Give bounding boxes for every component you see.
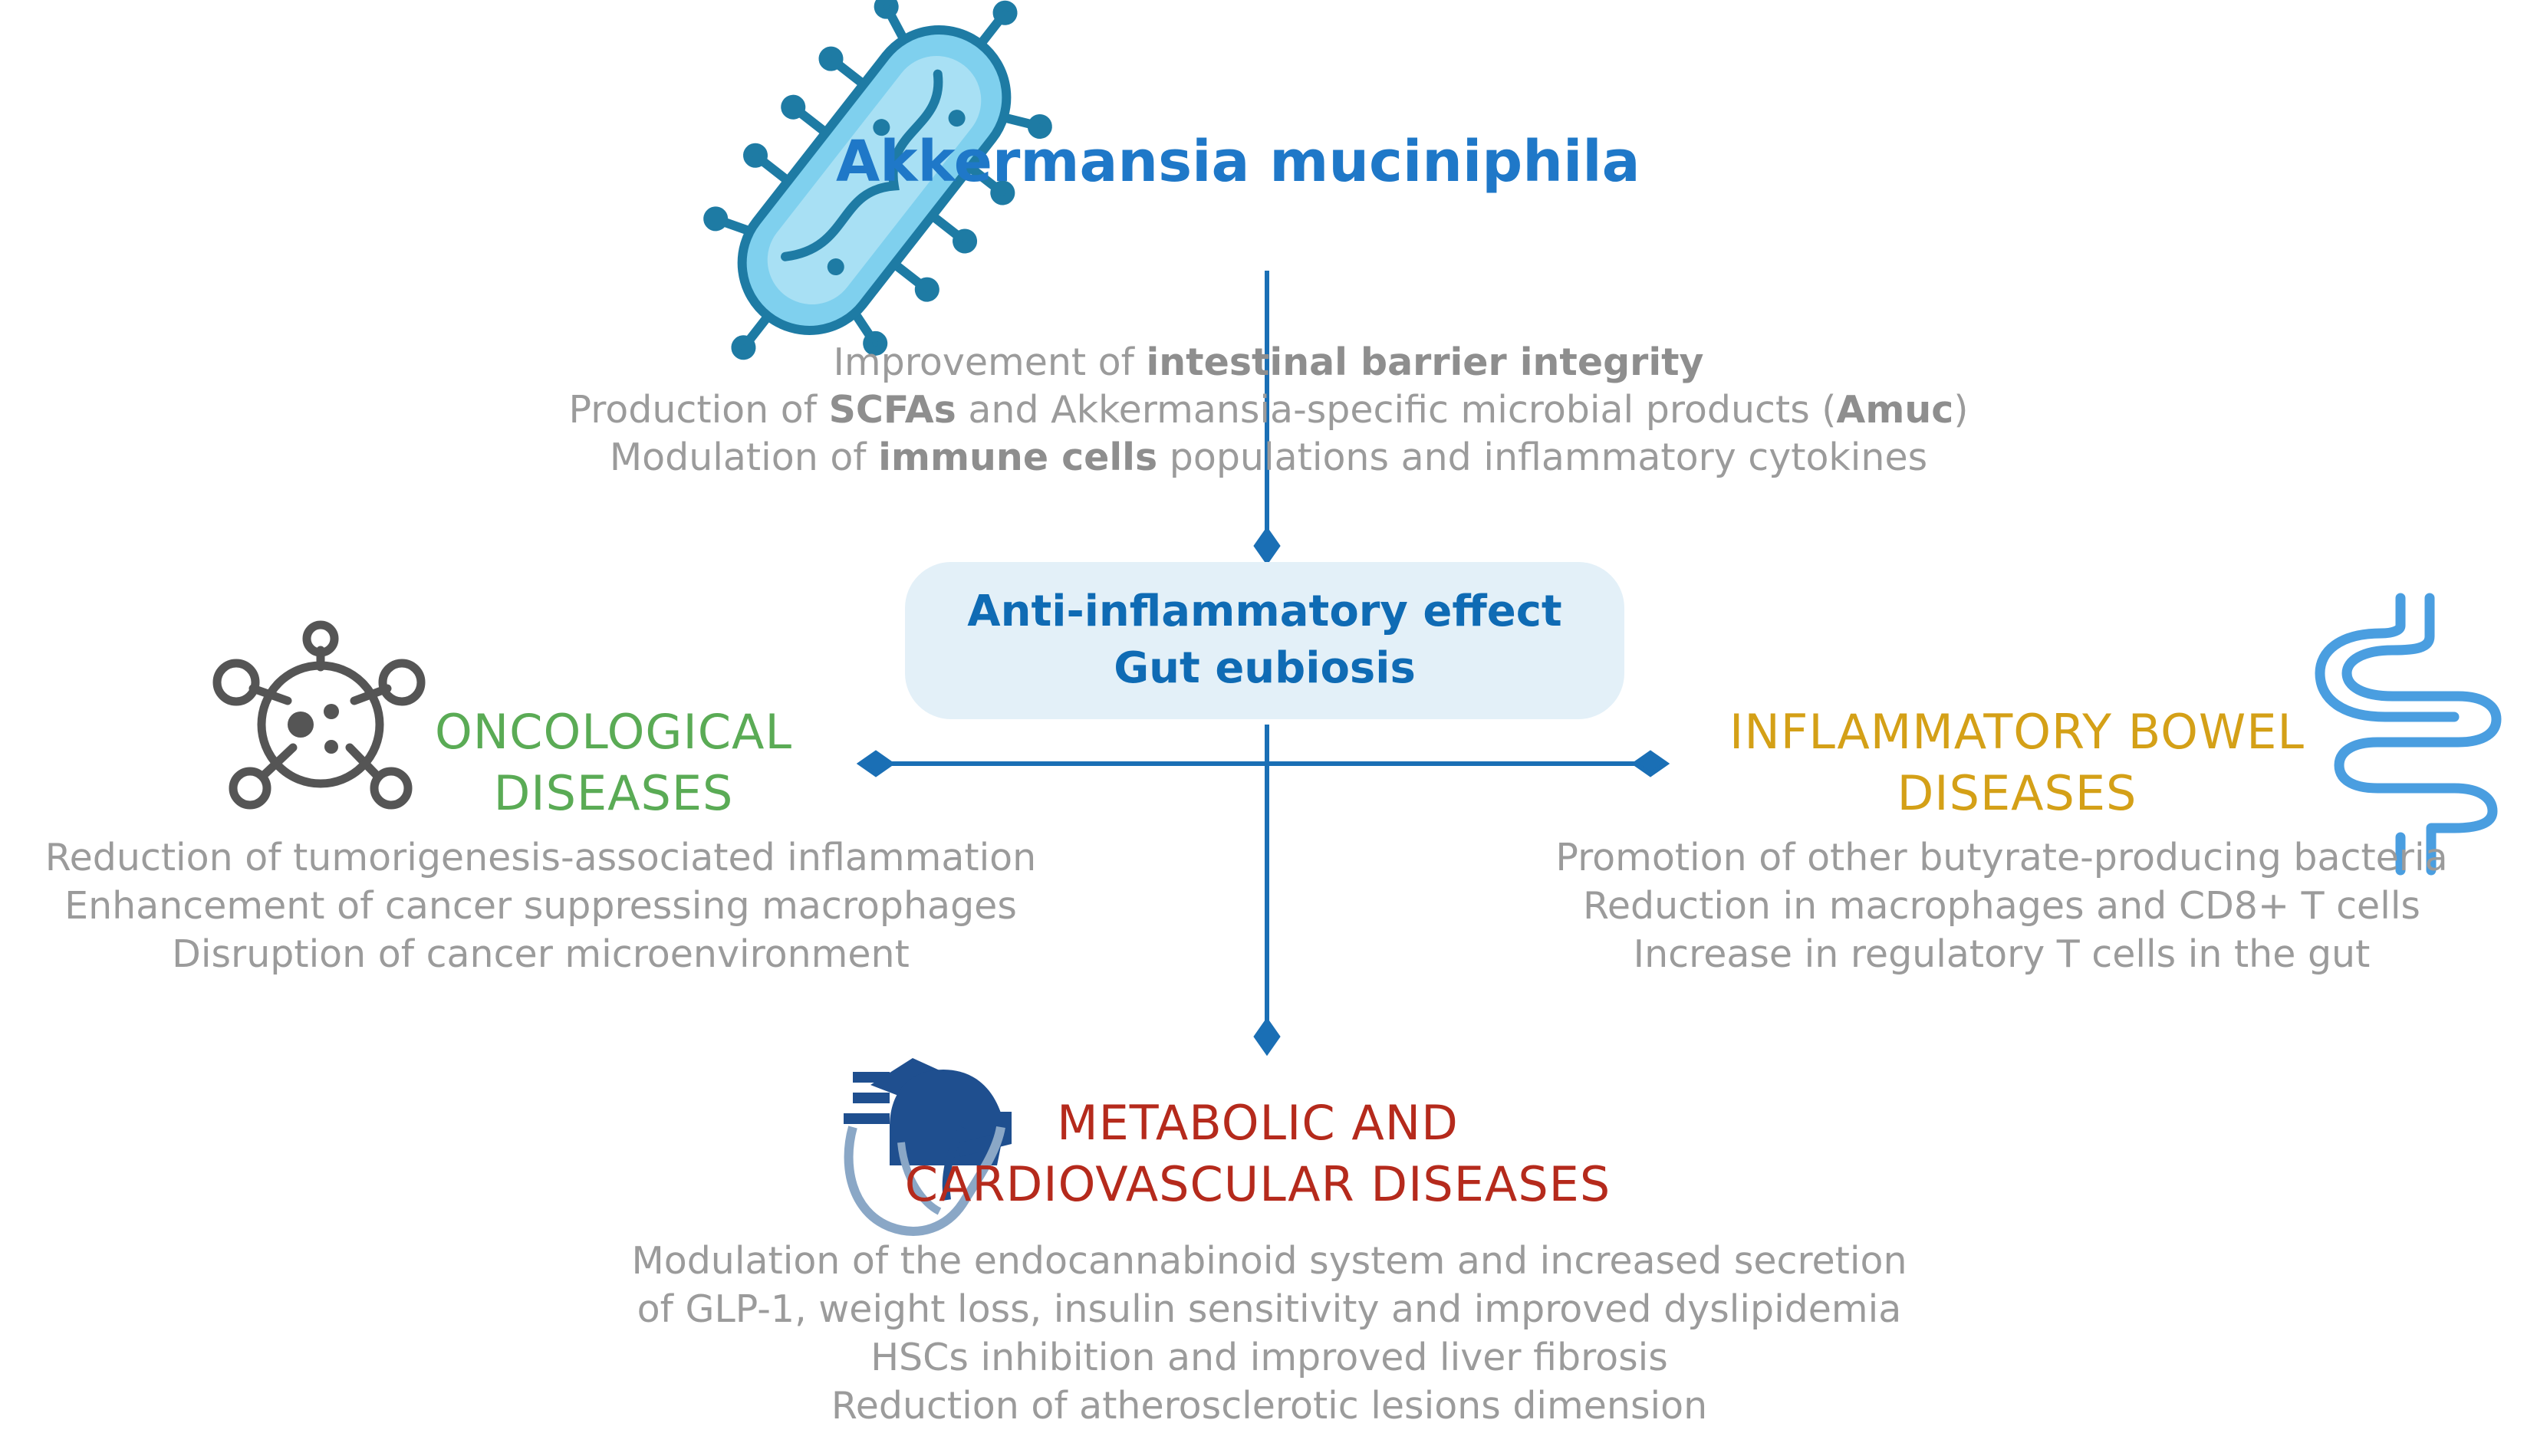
effect-item: HSCs inhibition and improved liver fibro… bbox=[870, 1336, 1668, 1379]
oncological-label-line1: ONCOLOGICAL bbox=[435, 704, 792, 760]
effect-item: Modulation of the endocannabinoid system… bbox=[631, 1239, 1907, 1283]
metabolic-label-line1: METABOLIC AND bbox=[1057, 1095, 1459, 1151]
mechanism-bold: SCFAs bbox=[828, 388, 956, 432]
mechanism-immune: Modulation of immune cells populations a… bbox=[502, 434, 2035, 481]
mechanism-text: ) bbox=[1953, 388, 1969, 432]
bottom-connector-arrowhead bbox=[1253, 1017, 1281, 1057]
right-connector-arrowhead bbox=[1630, 750, 1670, 777]
metabolic-label: METABOLIC AND CARDIOVASCULAR DISEASES bbox=[874, 1093, 1641, 1215]
ibd-label: INFLAMMATORY BOWEL DISEASES bbox=[1710, 702, 2324, 824]
ibd-label-line2: DISEASES bbox=[1897, 765, 2137, 821]
oncological-label: ONCOLOGICAL DISEASES bbox=[410, 702, 817, 824]
effect-item: Reduction in macrophages and CD8+ T cell… bbox=[1583, 884, 2420, 928]
mechanism-bold: immune cells bbox=[878, 435, 1158, 479]
mechanism-text: and Akkermansia-specific microbial produ… bbox=[956, 388, 1837, 432]
effect-item: Reduction of tumorigenesis-associated in… bbox=[44, 836, 1037, 879]
metabolic-effects: Modulation of the endocannabinoid system… bbox=[502, 1237, 2036, 1430]
oncological-effects: Reduction of tumorigenesis-associated in… bbox=[15, 833, 1066, 978]
ibd-effects: Promotion of other butyrate-producing ba… bbox=[1503, 833, 2500, 978]
mechanism-barrier: Improvement of intestinal barrier integr… bbox=[502, 339, 2035, 386]
effect-item: Promotion of other butyrate-producing ba… bbox=[1555, 836, 2448, 879]
mechanism-scfas: Production of SCFAs and Akkermansia-spec… bbox=[502, 386, 2035, 434]
central-effect-line2: Gut eubiosis bbox=[1114, 643, 1416, 693]
mechanism-text: Modulation of bbox=[609, 435, 879, 479]
left-connector-arrowhead bbox=[856, 750, 896, 777]
mechanism-bold: intestinal barrier integrity bbox=[1146, 340, 1704, 384]
mechanism-text: Production of bbox=[568, 388, 829, 432]
ibd-label-line1: INFLAMMATORY BOWEL bbox=[1729, 704, 2305, 760]
mechanism-bold: Amuc bbox=[1836, 388, 1954, 432]
effect-item: of GLP-1, weight loss, insulin sensitivi… bbox=[637, 1287, 1902, 1331]
mechanisms-list: Improvement of intestinal barrier integr… bbox=[502, 339, 2035, 481]
metabolic-label-line2: CARDIOVASCULAR DISEASES bbox=[904, 1156, 1611, 1212]
top-connector-arrowhead bbox=[1253, 526, 1281, 566]
mechanism-text: populations and inflammatory cytokines bbox=[1157, 435, 1928, 479]
central-effect-box: Anti-inflammatory effect Gut eubiosis bbox=[905, 562, 1624, 719]
effect-item: Enhancement of cancer suppressing macrop… bbox=[64, 884, 1017, 928]
effect-item: Increase in regulatory T cells in the gu… bbox=[1633, 932, 2371, 976]
diagram-title: Akkermansia muciniphila bbox=[836, 129, 1640, 195]
mechanism-text: Improvement of bbox=[833, 340, 1147, 384]
effect-item: Disruption of cancer microenvironment bbox=[172, 932, 910, 976]
central-effect-line1: Anti-inflammatory effect bbox=[967, 587, 1562, 636]
oncological-label-line2: DISEASES bbox=[493, 765, 734, 821]
effect-item: Reduction of atherosclerotic lesions dim… bbox=[831, 1384, 1708, 1428]
